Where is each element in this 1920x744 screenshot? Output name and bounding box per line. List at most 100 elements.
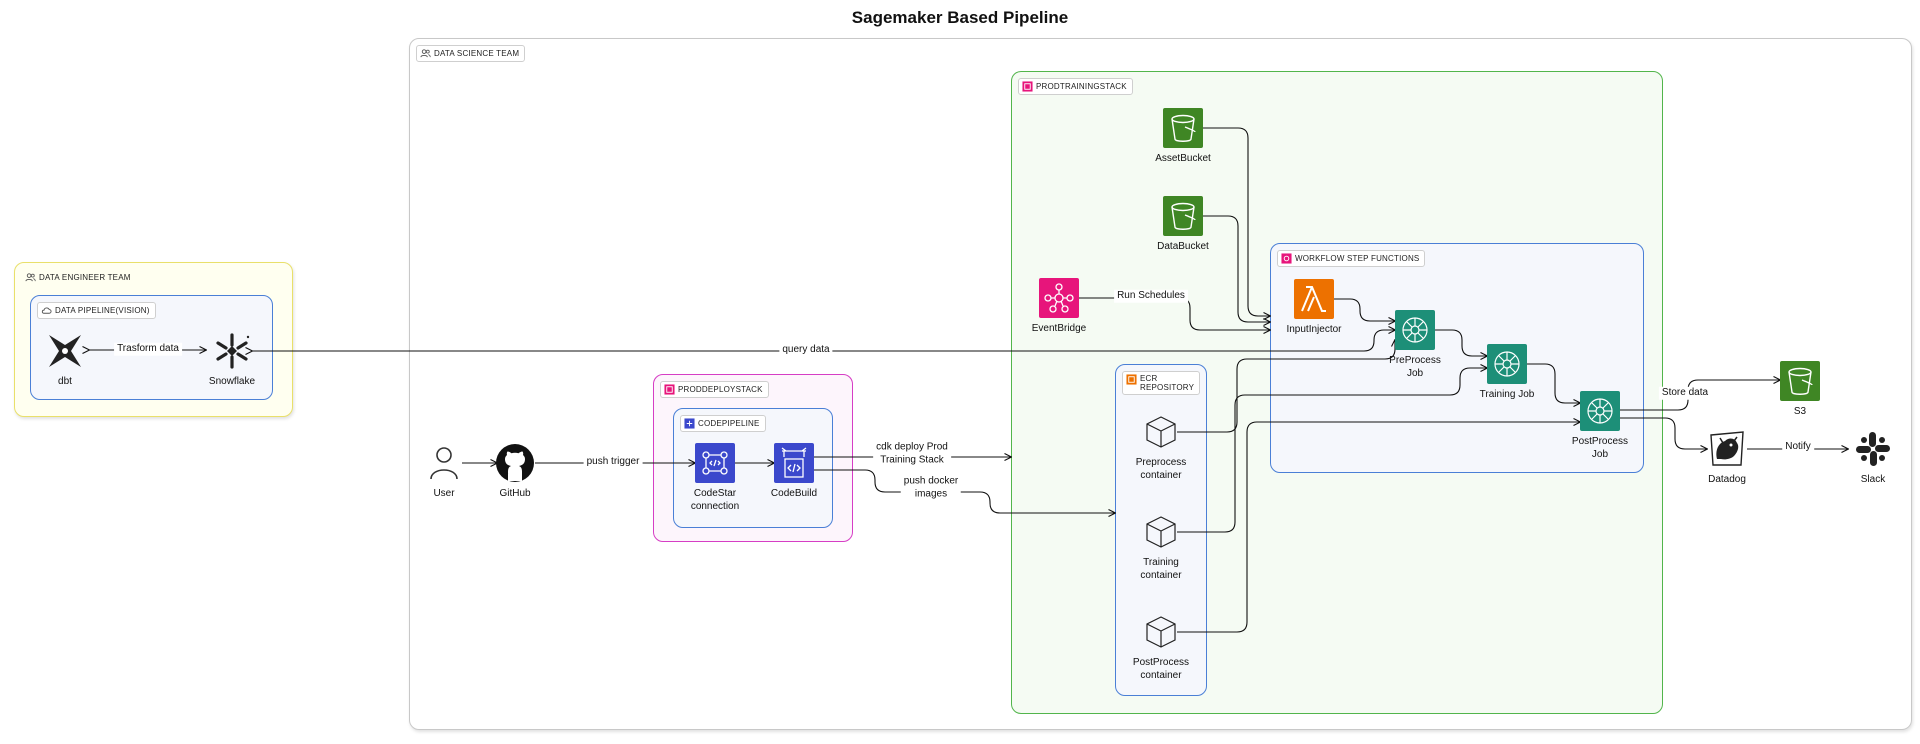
node-data-bucket[interactable]: DataBucket: [1143, 196, 1223, 253]
edge-train-container: [1177, 368, 1487, 533]
sagemaker-brain-icon: [1487, 344, 1527, 384]
node-user[interactable]: User: [424, 443, 464, 500]
node-datadog[interactable]: Datadog: [1702, 429, 1752, 486]
codestar-icon: [695, 443, 735, 483]
node-label: PreProcess Job: [1389, 355, 1441, 379]
group-label-data-engineer-team: DATA ENGINEER TEAM: [21, 269, 137, 286]
node-label: Datadog: [1708, 474, 1746, 485]
node-label: User: [433, 488, 455, 499]
group-title: DATA SCIENCE TEAM: [434, 49, 520, 58]
ecr-icon: [1126, 374, 1137, 385]
group-title: DATA PIPELINE(VISION): [55, 306, 150, 315]
edge-label-notify: Notify: [1782, 440, 1814, 454]
group-label-workflow-step-functions: WORKFLOW STEP FUNCTIONS: [1277, 250, 1426, 267]
edge-assetbucket: [1203, 127, 1270, 316]
group-title: PRODTRAININGSTACK: [1036, 82, 1127, 91]
group-data-science-team: DATA SCIENCE TEAM: [409, 38, 1912, 730]
edge-training-postprocess: [1527, 363, 1580, 403]
node-codestar-connection[interactable]: CodeStar connection: [680, 443, 750, 513]
edge-label-push-trigger: push trigger: [583, 455, 643, 469]
users-icon: [25, 273, 36, 282]
edge-run-schedules: [1079, 297, 1270, 330]
edge-injector-preprocess: [1334, 298, 1395, 321]
node-input-injector[interactable]: InputInjector: [1274, 279, 1354, 336]
edge-label-push-docker: push docker images: [900, 475, 962, 501]
pipeline-icon: [684, 418, 695, 429]
dbt-icon: [45, 331, 85, 371]
cube-icon: [1141, 412, 1181, 452]
edge-label-cdk-deploy: cdk deploy Prod Training Stack: [873, 441, 951, 467]
node-dbt[interactable]: dbt: [40, 331, 90, 388]
edge-push-docker: [814, 469, 1115, 513]
node-preprocess-container[interactable]: Preprocess container: [1121, 412, 1201, 482]
node-label: InputInjector: [1286, 324, 1342, 335]
users-icon: [420, 49, 431, 58]
node-label: PostProcess container: [1132, 657, 1190, 681]
bucket-icon: [1780, 361, 1820, 401]
node-github[interactable]: GitHub: [490, 443, 540, 500]
node-label: S3: [1793, 406, 1807, 417]
group-label-data-pipeline: DATA PIPELINE(VISION): [37, 302, 156, 319]
lambda-icon: [1294, 279, 1334, 319]
group-label-prod-training-stack: PRODTRAININGSTACK: [1018, 78, 1133, 95]
eventbridge-icon: [1039, 278, 1079, 318]
node-label: CodeStar connection: [690, 488, 740, 512]
datadog-icon: [1707, 429, 1747, 469]
node-postprocess-container[interactable]: PostProcess container: [1121, 612, 1201, 682]
edge-label-transform-data: Trasform data: [114, 342, 182, 356]
node-label: Training Job: [1479, 389, 1535, 400]
cube-icon: [1141, 512, 1181, 552]
node-label: GitHub: [499, 488, 531, 499]
edge-label-run-schedules: Run Schedules: [1114, 289, 1188, 303]
node-label: PostProcess Job: [1571, 436, 1629, 460]
group-label-code-pipeline: CODEPIPELINE: [680, 415, 766, 432]
edge-post-container: [1177, 422, 1580, 633]
step-functions-icon: [1281, 253, 1292, 264]
codebuild-icon: [774, 443, 814, 483]
edge-databucket: [1203, 215, 1270, 322]
edge-label-store-data: Store data: [1658, 386, 1712, 400]
edge-query-data: [252, 330, 1395, 351]
group-workflow-step-functions: WORKFLOW STEP FUNCTIONS: [1270, 243, 1644, 473]
node-label: CodeBuild: [770, 488, 818, 499]
node-training-container[interactable]: Training container: [1121, 512, 1201, 582]
group-title: CODEPIPELINE: [698, 419, 760, 428]
user-icon: [424, 443, 464, 483]
slack-icon: [1853, 429, 1893, 469]
diagram-title: Sagemaker Based Pipeline: [851, 8, 1069, 27]
node-training-job[interactable]: Training Job: [1467, 344, 1547, 401]
cloud-icon: [41, 307, 52, 314]
stack-icon: [664, 384, 675, 395]
edge-pre-container: [1177, 340, 1395, 433]
group-title: DATA ENGINEER TEAM: [39, 273, 131, 282]
node-asset-bucket[interactable]: AssetBucket: [1143, 108, 1223, 165]
node-eventbridge[interactable]: EventBridge: [1019, 278, 1099, 335]
node-snowflake[interactable]: Snowflake: [200, 331, 264, 388]
stack-icon: [1022, 81, 1033, 92]
bucket-icon: [1163, 196, 1203, 236]
edge-datadog: [1620, 417, 1707, 449]
sagemaker-brain-icon: [1395, 310, 1435, 350]
group-code-pipeline: CODEPIPELINE: [673, 408, 833, 528]
group-label-data-science-team: DATA SCIENCE TEAM: [416, 45, 526, 62]
edge-preprocess-training: [1435, 329, 1487, 356]
node-preprocess-job[interactable]: PreProcess Job: [1375, 310, 1455, 380]
cube-icon: [1141, 612, 1181, 652]
node-codebuild[interactable]: CodeBuild: [759, 443, 829, 500]
group-title: PRODDEPLOYSTACK: [678, 385, 763, 394]
node-label: EventBridge: [1031, 323, 1087, 334]
node-slack[interactable]: Slack: [1848, 429, 1898, 486]
node-s3[interactable]: S3: [1780, 361, 1820, 418]
group-title: ECR REPOSITORY: [1140, 374, 1195, 392]
node-label: Preprocess container: [1135, 457, 1187, 481]
github-icon: [495, 443, 535, 483]
bucket-icon: [1163, 108, 1203, 148]
group-title: WORKFLOW STEP FUNCTIONS: [1295, 254, 1420, 263]
node-label: Slack: [1860, 474, 1886, 485]
node-label: DataBucket: [1157, 241, 1209, 252]
node-postprocess-job[interactable]: PostProcess Job: [1560, 391, 1640, 461]
snowflake-icon: [212, 331, 252, 371]
node-label: dbt: [58, 376, 72, 387]
